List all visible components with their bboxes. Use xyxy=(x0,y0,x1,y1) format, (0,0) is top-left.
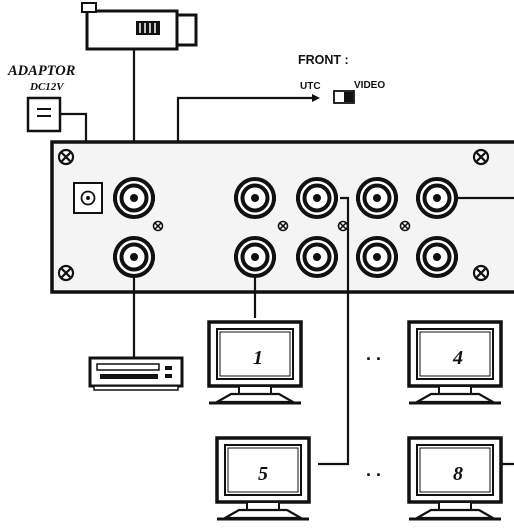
bnc-connector-icon xyxy=(294,177,340,219)
bnc-connector-icon xyxy=(294,236,340,278)
monitor-1-number: 1 xyxy=(253,347,263,369)
monitor-4: 4 xyxy=(407,320,503,405)
front-arrow xyxy=(312,94,320,102)
front-title: FRONT : xyxy=(298,53,349,67)
screw-icon xyxy=(472,148,490,166)
screw-icon xyxy=(337,220,349,232)
adaptor-label: ADAPTOR xyxy=(7,63,76,79)
camera-icon xyxy=(81,2,198,51)
front-leader-line xyxy=(176,96,312,142)
screw-icon xyxy=(57,148,75,166)
dvr-recorder-icon xyxy=(88,356,184,391)
ellipsis-top: . . xyxy=(366,344,381,364)
bnc-connector-icon xyxy=(111,236,157,278)
bnc-connector-icon xyxy=(414,236,460,278)
power-adaptor-icon xyxy=(26,96,62,133)
screw-icon xyxy=(472,264,490,282)
output-cable xyxy=(318,196,350,466)
monitor-1: 1 xyxy=(207,320,303,405)
bnc-connector-icon xyxy=(414,177,460,219)
monitor-8: 8 xyxy=(407,436,503,521)
slide-switch-icon xyxy=(333,90,355,104)
ellipsis-bottom: . . xyxy=(366,460,381,480)
monitor-5: 5 xyxy=(215,436,311,521)
distribution-panel xyxy=(50,140,514,294)
monitor-8-number: 8 xyxy=(453,463,463,485)
bnc-connector-icon xyxy=(354,177,400,219)
screw-icon xyxy=(277,220,289,232)
adaptor-voltage: DC12V xyxy=(29,81,65,93)
bnc-connector-icon xyxy=(232,177,278,219)
bnc-connector-icon xyxy=(111,177,157,219)
screw-icon xyxy=(57,264,75,282)
screw-icon xyxy=(152,220,164,232)
adaptor-cable xyxy=(60,112,88,142)
front-utc-label: UTC xyxy=(300,81,321,92)
monitor-5-number: 5 xyxy=(258,463,268,485)
screw-icon xyxy=(399,220,411,232)
bnc-connector-icon xyxy=(354,236,400,278)
front-video-label: VIDEO xyxy=(354,80,385,91)
dc-power-jack xyxy=(73,182,103,214)
monitor-4-number: 4 xyxy=(452,347,463,369)
bnc-connector-icon xyxy=(232,236,278,278)
